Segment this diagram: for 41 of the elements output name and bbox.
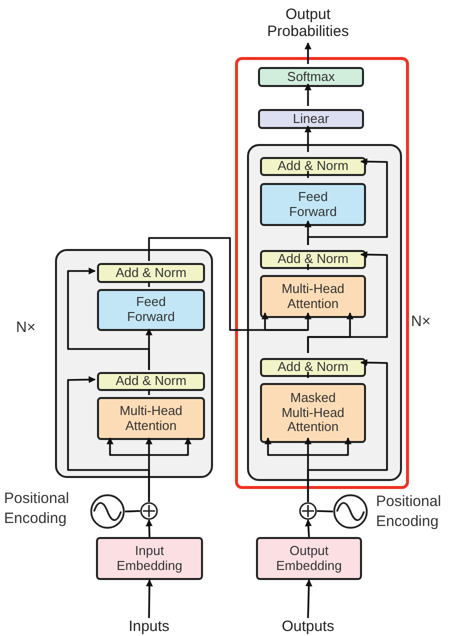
add-norm-layer: Add & Norm — [260, 250, 366, 269]
add-norm-layer: Add & Norm — [260, 358, 366, 377]
embedding-layer: Input Embedding — [96, 537, 203, 580]
text-label: Output Probabilities — [250, 3, 366, 43]
attention-layer: Multi-Head Attention — [260, 275, 366, 318]
repeat-count-label: N× — [16, 318, 37, 338]
layer-stack-panel — [247, 144, 402, 481]
feed-forward-layer: Feed Forward — [97, 289, 205, 331]
addition-symbol — [140, 502, 158, 520]
node-caption: Positional Encoding — [376, 492, 442, 531]
text-label: Outputs — [268, 618, 348, 636]
layer-stack-panel — [55, 249, 213, 478]
softmax-layer: Softmax — [258, 67, 364, 87]
attention-layer: Multi-Head Attention — [97, 397, 205, 440]
addition-symbol — [299, 502, 317, 520]
arrow — [146, 579, 153, 618]
add-norm-layer: Add & Norm — [97, 263, 205, 283]
highlight-frame — [235, 57, 409, 489]
add-norm-layer: Add & Norm — [97, 372, 205, 391]
arrow — [304, 125, 312, 152]
linear-layer: Linear — [258, 109, 364, 129]
arrow — [146, 519, 153, 538]
node-caption: Positional Encoding — [4, 489, 70, 528]
arrow — [307, 359, 388, 502]
arrow — [304, 42, 312, 64]
arrow — [148, 237, 312, 331]
arrow — [307, 158, 388, 245]
embedding-layer: Output Embedding — [256, 537, 362, 580]
attention-layer: Masked Multi-Head Attention — [260, 383, 366, 443]
arrow — [305, 579, 312, 618]
repeat-count-label: N× — [411, 312, 432, 332]
arrow — [307, 251, 388, 353]
sine-wave-symbol — [90, 494, 125, 529]
arrow — [67, 376, 150, 502]
add-norm-layer: Add & Norm — [260, 157, 366, 176]
text-label: Inputs — [110, 618, 188, 636]
sine-wave-symbol — [333, 494, 368, 529]
arrow — [304, 83, 312, 106]
arrow — [67, 268, 150, 370]
arrow — [304, 519, 312, 538]
feed-forward-layer: Feed Forward — [260, 183, 366, 226]
